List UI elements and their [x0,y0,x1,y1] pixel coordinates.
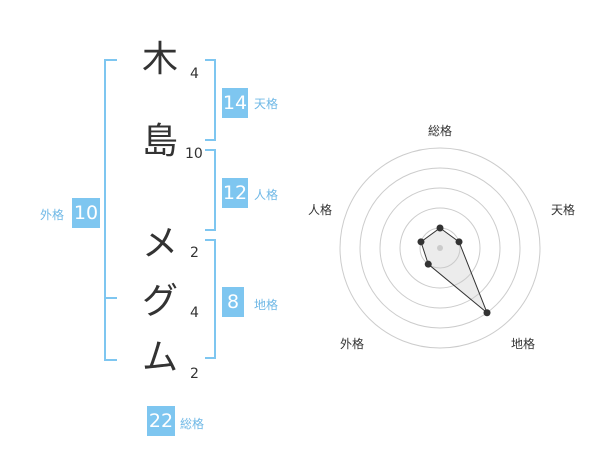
radar-label-gaikaku: 外格 [340,337,365,351]
radar-point-4 [424,260,432,268]
name-char-5: ム [142,337,179,378]
chikaku-bracket [205,239,216,359]
stroke-count-1: 4 [190,66,199,82]
radar-ring-4 [359,167,521,329]
gaikaku-value: 10 [72,198,100,228]
name-char-3: メ [142,223,179,264]
radar-label-soukaku: 総格 [428,124,453,138]
tenkaku-value: 14 [222,88,248,118]
radar-label-tenkaku: 天格 [551,203,576,217]
radar-ring-3 [379,187,501,309]
radar-ring-5 [339,147,541,349]
radar-point-2 [455,238,463,246]
radar-label-jinkaku: 人格 [308,203,333,217]
tenkaku-label: 天格 [254,97,279,111]
name-char-2: 島 [142,121,179,162]
tenkaku-bracket [205,59,216,141]
jinkaku-bracket [205,149,216,231]
radar-label-chikaku: 地格 [511,337,536,351]
radar-point-1 [436,224,444,232]
stroke-count-2: 10 [185,146,203,162]
jinkaku-label: 人格 [254,188,279,202]
gaikaku-bracket [104,59,117,361]
chikaku-label: 地格 [254,298,279,312]
name-char-4: グ [142,281,179,322]
gaikaku-label: 外格 [40,208,65,222]
jinkaku-value: 12 [222,178,248,208]
stroke-count-4: 4 [190,305,199,321]
stroke-count-5: 2 [190,366,199,382]
radar-point-5 [417,238,425,246]
chikaku-value: 8 [222,287,244,317]
radar-polygon [420,227,488,314]
soukaku-label: 総格 [180,417,205,431]
radar-ring-2 [399,207,481,289]
soukaku-value: 22 [147,406,175,436]
radar-center [437,245,443,251]
stroke-count-3: 2 [190,245,199,261]
radar-point-3 [483,309,491,317]
name-char-1: 木 [142,39,179,80]
